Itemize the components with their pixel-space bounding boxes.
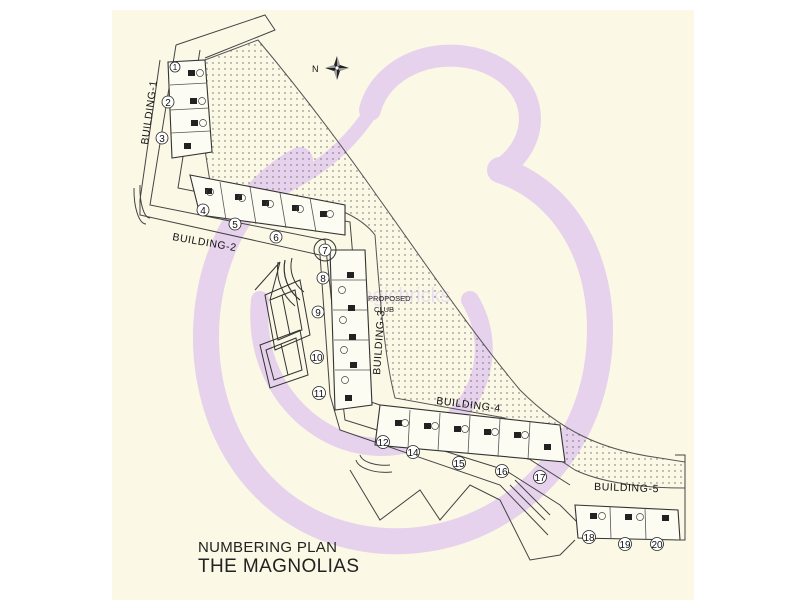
unit-number: 4 [200, 206, 206, 217]
unit-number: 6 [273, 233, 279, 244]
unit-marker: 18 [582, 530, 596, 544]
unit-number: 3 [159, 134, 165, 145]
unit-number: 20 [651, 540, 663, 551]
unit-marker: 20 [650, 537, 664, 551]
unit-marker: 4 [196, 203, 210, 217]
unit-number: 11 [314, 389, 325, 400]
unit-marker: 15 [452, 456, 466, 470]
unit-marker: 2 [161, 95, 175, 109]
unit-number: 8 [320, 274, 326, 285]
unit-marker: 19 [618, 537, 632, 551]
apartment-details [184, 70, 669, 521]
unit-marker: 5 [228, 217, 242, 231]
unit-marker: 11 [312, 386, 326, 400]
unit-number: 18 [583, 533, 595, 544]
compass-north-label: N [312, 64, 319, 74]
north-arrow: N [312, 56, 349, 80]
unit-marker: 17 [533, 470, 547, 484]
plan-title: THE MAGNOLIAS [198, 556, 360, 577]
unit-number: 7 [322, 246, 328, 257]
building-label: BUILDING-3 [371, 310, 388, 376]
unit-marker: 1 [169, 61, 181, 73]
unit-partitions [169, 82, 647, 541]
unit-marker: 10 [310, 350, 324, 364]
club-label-line1: PROPOSED [368, 294, 411, 303]
roundabout [277, 238, 337, 307]
balcony-circles [196, 69, 644, 521]
parking-bays [133, 184, 686, 541]
unit-marker: 6 [269, 230, 283, 244]
unit-marker: 3 [155, 131, 169, 145]
unit-number: 17 [534, 473, 546, 484]
unit-marker: 16 [495, 464, 509, 478]
unit-marker: 8 [316, 271, 330, 285]
open-landscape-area [204, 39, 686, 489]
unit-number: 19 [619, 540, 631, 551]
site-boundary [349, 469, 576, 561]
unit-number: 15 [453, 459, 465, 470]
unit-number: 16 [496, 467, 508, 478]
unit-number: 14 [407, 448, 419, 459]
unit-number: 2 [165, 98, 171, 109]
unit-number: 9 [315, 308, 321, 319]
unit-marker: 7 [318, 243, 332, 257]
club-label-line2: CLUB [374, 305, 394, 314]
tennis-courts [254, 261, 311, 389]
building-label: BUILDING-5 [594, 481, 659, 495]
plan-subtitle: NUMBERING PLAN [198, 539, 338, 556]
unit-markers: 1 2 3 4 5 6 7 8 [155, 61, 664, 551]
unit-number: 10 [311, 353, 323, 364]
proposed-club-label: PROPOSED CLUB [368, 294, 411, 314]
unit-marker: 12 [376, 435, 390, 449]
unit-marker: 14 [406, 445, 420, 459]
unit-number: 5 [232, 220, 238, 231]
unit-number: 12 [377, 438, 389, 449]
unit-marker: 9 [311, 305, 325, 319]
unit-number: 1 [173, 63, 178, 72]
